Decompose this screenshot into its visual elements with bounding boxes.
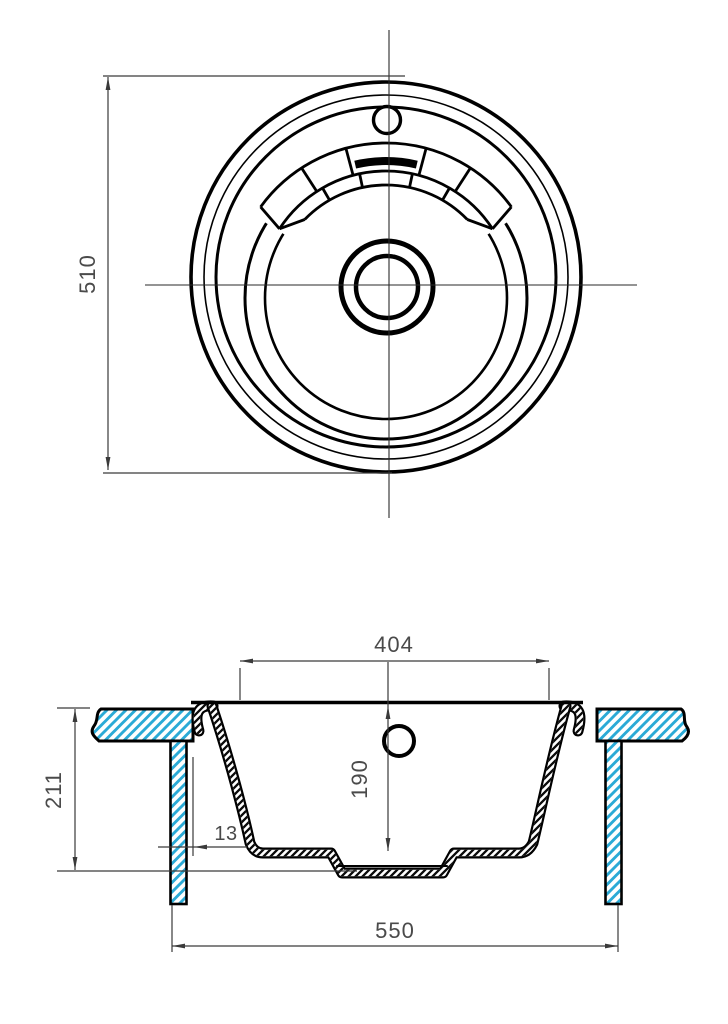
drain-inner-circle: [353, 253, 421, 321]
rim-inner-thin-circle: [203, 94, 569, 460]
drainboard-end-caps: [259, 205, 513, 231]
arrow-up: [72, 709, 78, 722]
bowl-wall: [206, 700, 572, 879]
arrow-left: [172, 943, 185, 949]
drainboard-arc-outer: [259, 141, 513, 208]
drainboard-dividers: [300, 147, 472, 201]
arrow-up: [385, 706, 391, 719]
drainboard-arc-inner: [303, 183, 469, 221]
overflow-slot: [354, 157, 418, 169]
arrow-right: [605, 943, 618, 949]
dim-text-404: 404: [374, 632, 414, 657]
section-view: 404 190 13 211: [41, 632, 690, 952]
drain-outer-circle: [338, 238, 436, 336]
dim-text-211: 211: [41, 771, 66, 809]
top-view: 510: [75, 30, 637, 518]
dimension-510: 510: [75, 75, 405, 474]
cabinet-leg-left: [169, 739, 188, 906]
dimension-404: 404: [239, 632, 550, 700]
faucet-hole: [371, 104, 403, 136]
drainboard-pattern: [259, 141, 513, 231]
arrow-up: [105, 77, 111, 90]
dim-text-13: 13: [214, 823, 237, 845]
outer-edge-circle: [189, 80, 583, 474]
dimension-211: 211: [41, 707, 357, 872]
overflow-hole-section: [382, 724, 416, 758]
dimension-13: 13: [158, 757, 247, 856]
dimension-550: 550: [171, 905, 619, 952]
dim-text-550: 550: [375, 918, 415, 943]
drain: [338, 238, 436, 336]
countertop-left: [90, 707, 195, 743]
dim-text-190: 190: [347, 759, 372, 799]
drainboard-mask: [247, 135, 525, 251]
countertop-right: [595, 707, 690, 743]
cabinet-leg-right: [604, 739, 623, 906]
arrow-right: [536, 658, 549, 664]
dim-text-510: 510: [75, 254, 100, 294]
arrow-down: [385, 838, 391, 851]
arrow-down: [72, 857, 78, 870]
dimension-190: 190: [347, 662, 391, 851]
sink-wall-section: [191, 700, 586, 879]
arrow-down: [105, 457, 111, 470]
arrow-left: [240, 658, 253, 664]
centerlines: [145, 30, 637, 518]
drainboard-arc-middle: [278, 169, 494, 230]
arrow-left: [194, 844, 207, 850]
